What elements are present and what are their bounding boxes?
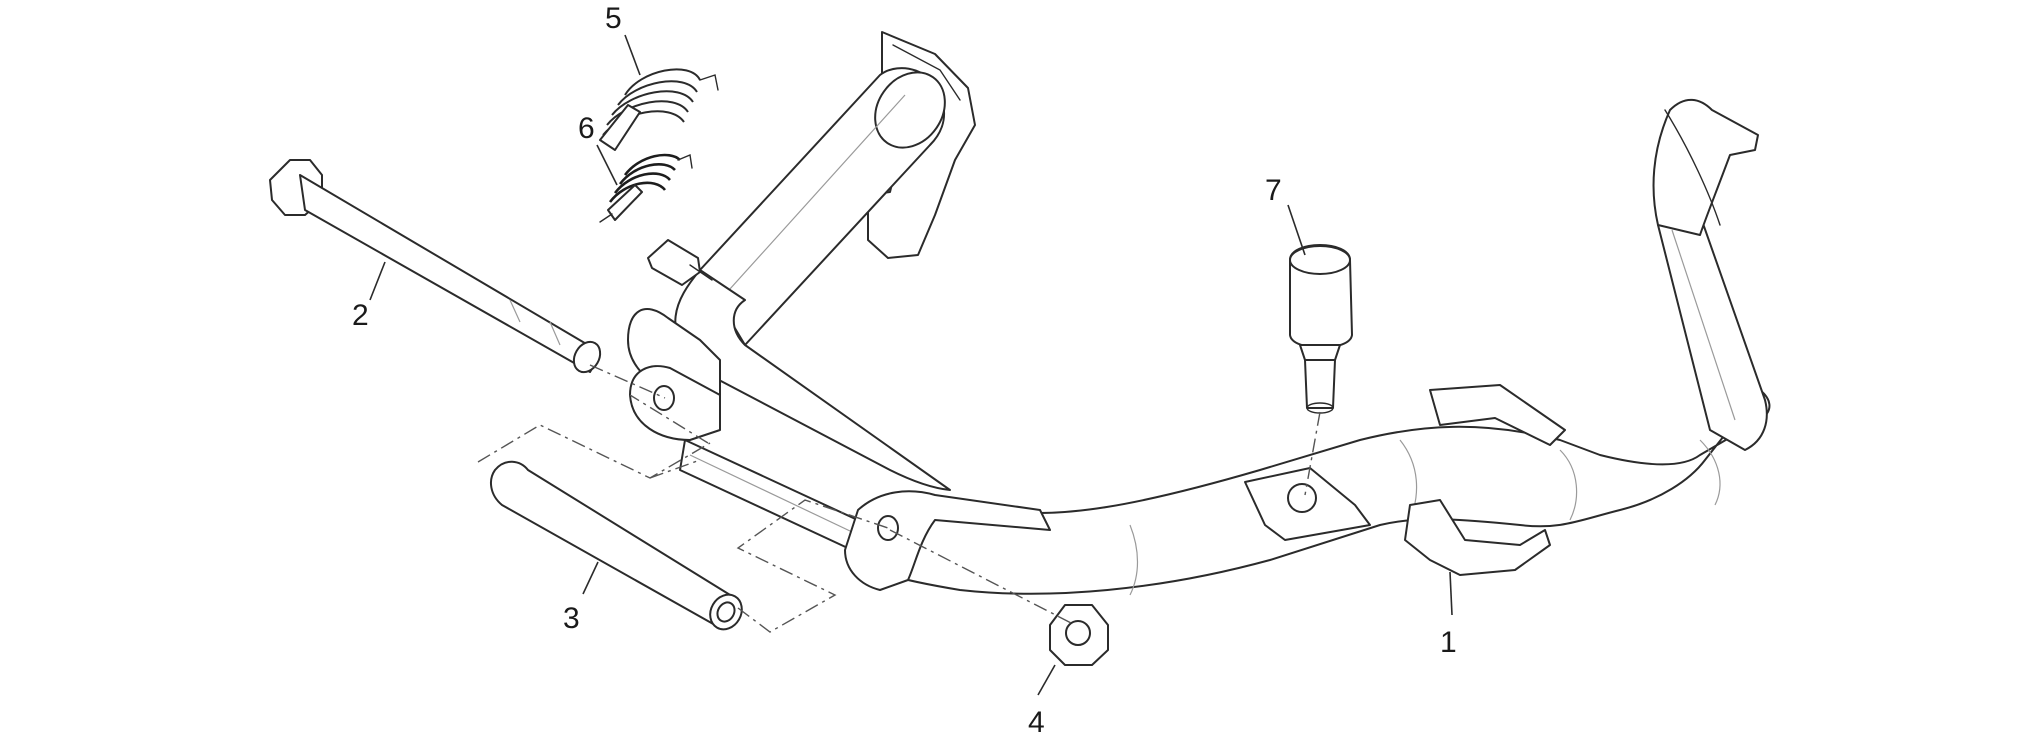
- part-1-stand-frame: [627, 31, 1771, 596]
- part-4-nut: [1049, 604, 1109, 666]
- callout-1: 1: [1440, 626, 1457, 659]
- leader-lines: [369, 34, 1453, 696]
- callout-3: 3: [563, 602, 580, 635]
- part-6-spring-small: [599, 153, 693, 223]
- part-5-spring-large: [599, 68, 719, 151]
- callout-7: 7: [1265, 174, 1282, 207]
- part-3-tube: [489, 460, 743, 631]
- spring-pin: [647, 239, 713, 286]
- callout-2: 2: [352, 299, 369, 332]
- part-7-rubber-stop: [1289, 244, 1353, 414]
- part-2-bolt: [269, 159, 602, 374]
- callout-labels: 1 2 3 4 5 6 7: [352, 2, 1457, 736]
- callout-6: 6: [578, 112, 595, 145]
- callout-5: 5: [605, 2, 622, 35]
- alignment-lines: [477, 364, 1321, 633]
- callout-4: 4: [1028, 706, 1045, 736]
